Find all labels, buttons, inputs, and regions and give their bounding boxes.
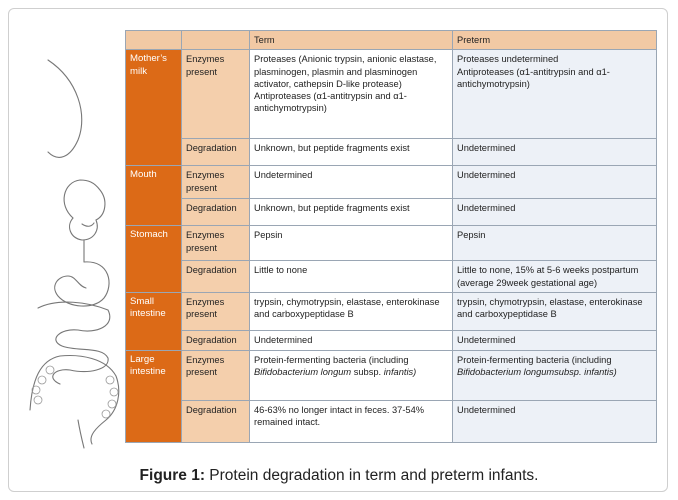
- aspect-enzymes: Enzymes present: [181, 49, 250, 140]
- header-aspect-cell: [181, 29, 250, 51]
- table-row: Degradation Unknown, but peptide fragmen…: [126, 198, 657, 227]
- rectum-outline: [77, 419, 85, 449]
- table-row: Small intestine Enzymes present trypsin,…: [125, 291, 657, 351]
- cell-milk-preterm-degradation: Undetermined: [452, 138, 657, 167]
- li-preterm-mid: subsp.: [554, 367, 585, 378]
- aspect-degradation: Degradation: [181, 138, 250, 167]
- organ-mouth: Mouth: [125, 165, 182, 227]
- milk-term-antiproteases: Antiproteases (α1-antitrypsin and α1-ant…: [254, 91, 407, 114]
- table-row: Degradation Little to none Little to non…: [126, 260, 657, 293]
- cell-li-preterm-degradation: Undetermined: [452, 399, 657, 443]
- li-term-subspecies: infantis): [383, 367, 417, 378]
- milk-preterm-antiproteases: Antiproteases (α1-antitrypsin and α1-ant…: [457, 66, 610, 89]
- stomach-outline: [54, 261, 110, 307]
- milk-term-proteases: Proteases (Anionic trypsin, anionic elas…: [254, 54, 437, 89]
- figure-caption-text: Protein degradation in term and preterm …: [205, 467, 539, 484]
- cell-mouth-preterm-degradation: Undetermined: [452, 198, 657, 227]
- mouth-outline: [81, 222, 95, 227]
- li-term-species: Bifidobacterium longum: [254, 367, 352, 378]
- aspect-degradation: Degradation: [181, 260, 250, 293]
- cell-stomach-preterm-enzymes: Pepsin: [452, 225, 657, 262]
- organ-large-intestine: Large intestine: [125, 349, 182, 443]
- aspect-degradation: Degradation: [181, 399, 250, 443]
- table-row: Degradation Undetermined Undetermined: [126, 329, 657, 351]
- table-row: Degradation Unknown, but peptide fragmen…: [126, 138, 657, 167]
- organ-mothers-milk: Mother’s milk: [125, 49, 182, 167]
- small-intestine-outline: [37, 301, 111, 385]
- li-preterm-species: Bifidobacterium longum: [457, 367, 555, 378]
- cell-li-preterm-enzymes: Protein-fermenting bacteria (including B…: [452, 349, 657, 401]
- header-preterm-cell: Preterm: [452, 29, 657, 51]
- cell-mouth-term-degradation: Unknown, but peptide fragments exist: [249, 198, 453, 227]
- figure-caption: Figure 1: Protein degradation in term an…: [0, 467, 678, 485]
- table-row: Large intestine Enzymes present Protein-…: [125, 349, 657, 443]
- figure-caption-label: Figure 1:: [139, 467, 205, 484]
- cell-stomach-term-degradation: Little to none: [249, 260, 453, 293]
- li-preterm-subspecies: infantis): [584, 367, 617, 378]
- li-term-mid: subsp.: [351, 367, 384, 378]
- cell-mouth-term-enzymes: Undetermined: [249, 165, 453, 200]
- breast-outline: [47, 59, 83, 158]
- aspect-enzymes: Enzymes present: [181, 291, 250, 331]
- aspect-degradation: Degradation: [181, 329, 250, 351]
- milk-preterm-proteases: Proteases undetermined: [457, 54, 559, 65]
- cell-mouth-preterm-enzymes: Undetermined: [452, 165, 657, 200]
- table-row: Mother’s milk Enzymes present Proteases …: [125, 49, 657, 167]
- cell-li-term-degradation: 46-63% no longer intact in feces. 37-54%…: [249, 399, 453, 443]
- cell-si-preterm-enzymes: trypsin, chymotrypsin, elastase, enterok…: [452, 291, 657, 331]
- large-intestine-outline: [29, 355, 120, 445]
- cell-si-preterm-degradation: Undetermined: [452, 329, 657, 351]
- cell-li-term-enzymes: Protein-fermenting bacteria (including B…: [249, 349, 453, 401]
- aspect-enzymes: Enzymes present: [181, 225, 250, 262]
- aspect-degradation: Degradation: [181, 198, 250, 227]
- li-preterm-prefix: Protein-fermenting bacteria (including: [457, 354, 612, 365]
- header-term-cell: Term: [249, 29, 453, 51]
- aspect-enzymes: Enzymes present: [181, 165, 250, 200]
- organ-stomach: Stomach: [125, 225, 182, 293]
- cell-stomach-term-enzymes: Pepsin: [249, 225, 453, 262]
- aspect-enzymes: Enzymes present: [181, 349, 250, 401]
- protein-degradation-table: Term Preterm Mother’s milk Enzymes prese…: [125, 29, 657, 443]
- cell-milk-term-degradation: Unknown, but peptide fragments exist: [249, 138, 453, 167]
- cell-stomach-preterm-degradation: Little to none, 15% at 5-6 weeks postpar…: [452, 260, 657, 293]
- header-organ-cell: [125, 29, 182, 51]
- digestive-tract-illustration: [18, 40, 128, 450]
- digestive-tract-drawing: [29, 59, 120, 449]
- table-row: Degradation 46-63% no longer intact in f…: [126, 399, 657, 443]
- cell-milk-preterm-enzymes: Proteases undetermined Antiproteases (α1…: [452, 49, 657, 140]
- organ-small-intestine: Small intestine: [125, 291, 182, 351]
- cell-milk-term-enzymes: Proteases (Anionic trypsin, anionic elas…: [249, 49, 453, 140]
- cell-si-term-degradation: Undetermined: [249, 329, 453, 351]
- table-header-row: Term Preterm: [125, 29, 657, 51]
- table-row: Stomach Enzymes present Pepsin Pepsin: [125, 225, 657, 293]
- head-outline: [63, 179, 106, 241]
- cell-si-term-enzymes: trypsin, chymotrypsin, elastase, enterok…: [249, 291, 453, 331]
- table-row: Mouth Enzymes present Undetermined Undet…: [125, 165, 657, 227]
- li-term-prefix: Protein-fermenting bacteria (including: [254, 354, 409, 365]
